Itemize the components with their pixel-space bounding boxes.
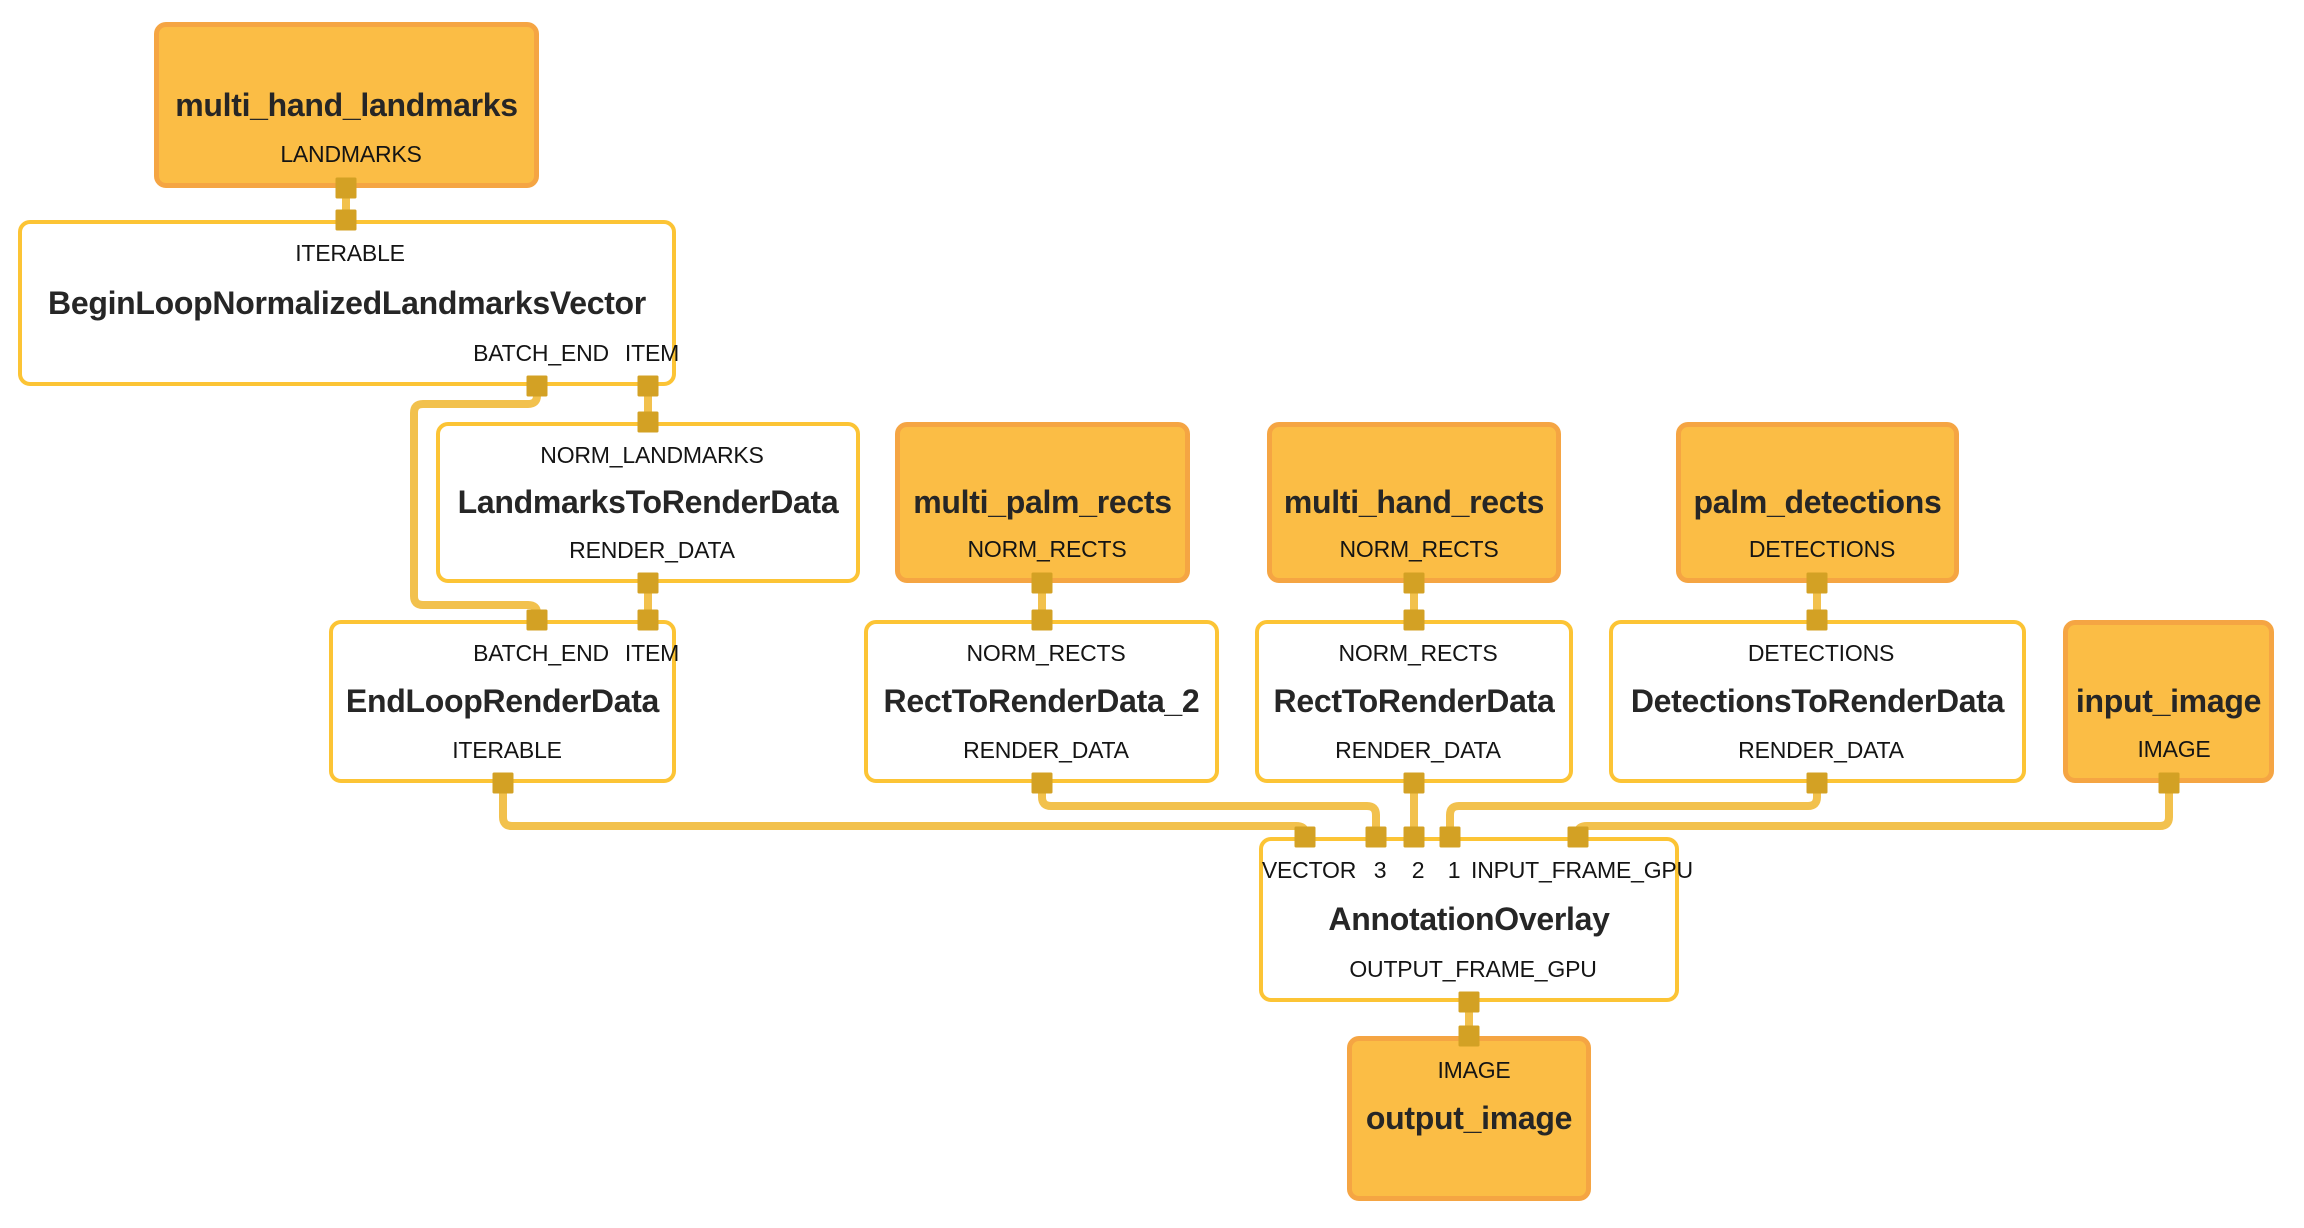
node-title: input_image: [2075, 683, 2262, 719]
node-detections-to-render-data[interactable]: DetectionsToRenderData DETECTIONS RENDER_D…: [1609, 620, 2026, 783]
port-label-3: 3: [1373, 857, 1387, 883]
node-title: RectToRenderData_2: [883, 683, 1200, 719]
port-label-item: ITEM: [624, 340, 680, 366]
port-label-batch-end: BATCH_END: [473, 640, 609, 666]
node-title: RectToRenderData: [1273, 683, 1555, 719]
port-label-detections: DETECTIONS: [1748, 536, 1896, 562]
node-begin-loop-normalized-landmarks-vector[interactable]: BeginLoopNormalizedLandmarksVector ITERAB…: [18, 220, 680, 386]
edge-end-loop-render-data-to-annotation-overlay: [499, 783, 1309, 839]
node-title: output_image: [1365, 1100, 1573, 1136]
port-label-norm-rects: NORM_RECTS: [1338, 640, 1498, 666]
port-label-vector: VECTOR: [1261, 857, 1357, 883]
port-label-norm-rects: NORM_RECTS: [1339, 536, 1499, 562]
port-label-render-data: RENDER_DATA: [1335, 737, 1501, 763]
port-label-1: 1: [1447, 857, 1461, 883]
node-title: multi_hand_rects: [1283, 484, 1545, 520]
port-label-image: IMAGE: [1437, 1057, 1511, 1083]
node-output-image[interactable]: output_image IMAGE: [1347, 1036, 1591, 1201]
port-label-iterable: ITERABLE: [452, 737, 562, 763]
port-label-norm-landmarks: NORM_LANDMARKS: [540, 442, 764, 468]
node-title: BeginLoopNormalizedLandmarksVector: [48, 284, 646, 321]
port-label-2: 2: [1411, 857, 1425, 883]
node-rect-to-render-data-2[interactable]: RectToRenderData_2 NORM_RECTS RENDER_DATA: [864, 620, 1219, 783]
port-label-norm-rects: NORM_RECTS: [967, 536, 1127, 562]
node-title: multi_hand_landmarks: [175, 86, 518, 123]
edge-detections-to-render-data-to-annotation-overlay: [1446, 783, 1821, 839]
port-label-output-frame-gpu: OUTPUT_FRAME_GPU: [1349, 956, 1597, 982]
port-label-detections: DETECTIONS: [1747, 640, 1895, 666]
port-label-iterable: ITERABLE: [295, 240, 405, 266]
port-label-image: IMAGE: [2137, 736, 2211, 762]
node-title: palm_detections: [1693, 484, 1942, 520]
port-label-input-frame-gpu: INPUT_FRAME_GPU: [1471, 857, 1693, 883]
port-label-norm-rects: NORM_RECTS: [966, 640, 1126, 666]
node-title: EndLoopRenderData: [345, 683, 660, 719]
port-label-render-data: RENDER_DATA: [1738, 737, 1904, 763]
edge-rect-to-render-data-2-to-annotation-overlay: [1038, 783, 1380, 839]
node-title: AnnotationOverlay: [1328, 901, 1610, 937]
port-label-landmarks: LANDMARKS: [280, 141, 422, 167]
node-title: multi_palm_rects: [913, 484, 1172, 520]
node-title: DetectionsToRenderData: [1630, 683, 2005, 719]
node-end-loop-render-data[interactable]: EndLoopRenderData BATCH_END ITEM ITERABLE: [329, 620, 680, 783]
edge-input-image-to-annotation-overlay: [1574, 783, 2173, 839]
node-rect-to-render-data[interactable]: RectToRenderData NORM_RECTS RENDER_DATA: [1255, 620, 1573, 783]
port-label-item: ITEM: [624, 640, 680, 666]
port-label-render-data: RENDER_DATA: [569, 537, 735, 563]
port-label-batch-end: BATCH_END: [473, 340, 609, 366]
port-label-render-data: RENDER_DATA: [963, 737, 1129, 763]
